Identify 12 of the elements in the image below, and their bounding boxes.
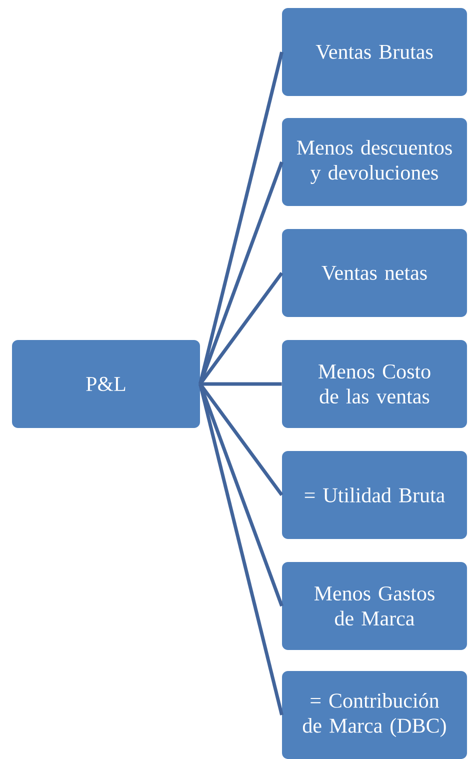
connector-line <box>198 384 284 716</box>
process-box: Menos descuentos y devoluciones <box>282 118 467 206</box>
process-box: = Utilidad Bruta <box>282 451 467 539</box>
connector-line <box>198 52 284 384</box>
process-box: Menos Gastos de Marca <box>282 562 467 650</box>
process-box: P&L <box>12 340 200 428</box>
process-box: Ventas Brutas <box>282 8 467 96</box>
process-box: = Contribución de Marca (DBC) <box>282 671 467 759</box>
process-box: Ventas netas <box>282 229 467 317</box>
process-box: Menos Costo de las ventas <box>282 340 467 428</box>
connector-line <box>198 161 284 385</box>
connector-line <box>200 382 282 386</box>
